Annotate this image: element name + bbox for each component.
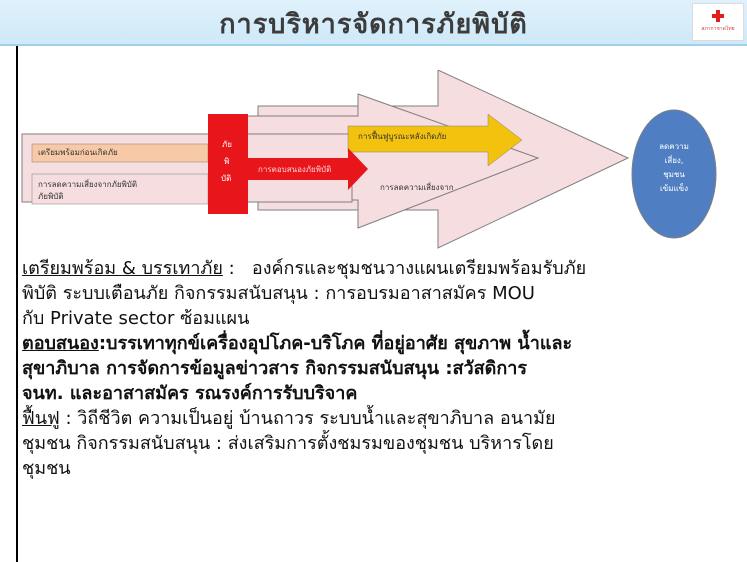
p1-heading: เตรียมพร้อม & บรรเทาภัย: [22, 258, 223, 279]
left-rule: [16, 46, 18, 562]
page-title: การบริหารจัดการภัยพิบัติ: [219, 9, 528, 40]
circle-label-4: เข้มแข็ง: [659, 184, 688, 193]
recovery-label: การฟื้นฟูบูรณะหลังเกิดภัย: [358, 132, 447, 141]
p1-line1: เตรียมพร้อม & บรรเทาภัย : องค์กรและชุมชน…: [22, 256, 747, 281]
risk-label-1: การลดความเสี่ยงจากภัยพิบัติ: [38, 180, 138, 189]
p2-line1: ตอบสนอง:บรรเทาทุกข์เครื่องอุปโภค-บริโภค …: [22, 331, 747, 356]
circle-label-1: ลดความ: [659, 142, 689, 151]
disaster-label-1: ภัย: [222, 140, 232, 149]
risk-box: [31, 173, 209, 205]
red-cross-icon: [712, 10, 724, 22]
p2-heading: ตอบสนอง: [22, 333, 99, 354]
disaster-label-3: บัติ: [221, 174, 232, 183]
disaster-label-2: พิ: [224, 157, 230, 166]
disaster-box: [208, 114, 248, 214]
circle-label-3: ชุมชน: [663, 170, 685, 179]
risk-label-2: ภัยพิบัติ: [38, 192, 64, 201]
p1-line2: พิบัติ ระบบเตือนภัย กิจกรรมสนับสนุน : กา…: [22, 283, 535, 304]
prep-label: เตรียมพร้อมก่อนเกิดภัย: [38, 148, 118, 157]
p3-line3: ชุมชน: [22, 458, 71, 479]
red-cross-logo: สภากาชาดไทย: [692, 3, 744, 41]
p1-colon: :: [228, 258, 235, 279]
p2-line3: จนท. และอาสาสมัคร รณรงค์การรับบริจาค: [22, 383, 358, 404]
description-text: เตรียมพร้อม & บรรเทาภัย : องค์กรและชุมชน…: [22, 256, 747, 481]
disaster-management-diagram: เตรียมพร้อมก่อนเกิดภัย การลดความเสี่ยงจา…: [18, 69, 747, 250]
circle-label-2: เสี่ยง,: [664, 156, 684, 165]
p3-line2: ชุมชน กิจกรรมสนับสนุน : ส่งเสริมการตั้งช…: [22, 433, 554, 454]
p1-text1: องค์กรและชุมชนวางแผนเตรียมพร้อมรับภัย: [251, 258, 587, 279]
response-arrow: [238, 148, 368, 190]
title-bar: การบริหารจัดการภัยพิบัติ สภากาชาดไทย: [0, 0, 747, 46]
p3-line1: ฟื้นฟู : วิถีชีวิต ความเป็นอยู่ บ้านถาวร…: [22, 406, 747, 431]
risk-after-label: การลดความเสี่ยงจาก: [380, 183, 454, 192]
logo-text: สภากาชาดไทย: [701, 26, 735, 32]
resilience-circle: [631, 109, 717, 239]
p2-line2: สุขาภิบาล การจัดการข้อมูลข่าวสาร กิจกรรม…: [22, 358, 528, 379]
p2-text1: :บรรเทาทุกข์เครื่องอุปโภค-บริโภค ที่อยู่…: [98, 333, 573, 354]
p3-text1: : วิถีชีวิต ความเป็นอยู่ บ้านถาวร ระบบน้…: [59, 408, 556, 429]
response-label: การตอบสนองภัยพิบัติ: [258, 165, 332, 174]
diagram-arrows: [21, 69, 717, 249]
p1-line3: กับ Private sector ซ้อมแผน: [22, 308, 250, 329]
recovery-arrow: [347, 113, 523, 167]
p3-heading: ฟื้นฟู: [22, 408, 60, 429]
